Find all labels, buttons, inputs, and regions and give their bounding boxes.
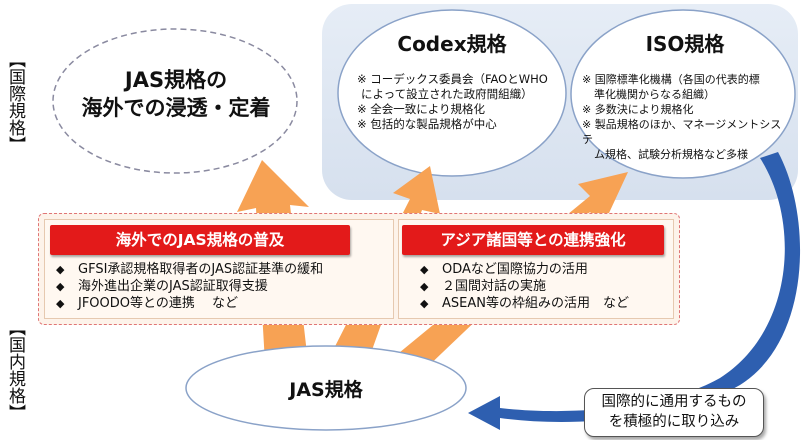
list-item: ◆GFSI承認規格取得者のJAS認証基準の緩和: [56, 262, 324, 277]
domestic-side-label: 【国内規格】: [5, 319, 25, 421]
asia-cooperation-heading: アジア諸国等との連携強化: [402, 225, 664, 255]
list-item: ◆ASEAN等の枠組みの活用 など: [420, 296, 629, 311]
adoption-callout: 国際的に通用するもの を積極的に取り込み: [584, 388, 764, 437]
iso-note-1: ※ 国際標準化機構（各国の代表的標: [582, 73, 760, 86]
diamond-bullet-icon: ◆: [420, 263, 429, 276]
list-item: ◆２国間対話の実施: [420, 279, 547, 294]
jas-standard-label: JAS規格: [289, 379, 363, 401]
overseas-ellipse: [52, 28, 298, 174]
codex-notes: ※ コーデックス委員会（FAOとWHO によって設立された政府間組織） ※ 全会…: [357, 72, 557, 132]
list-item: ◆JFOODO等との連携 など: [56, 296, 239, 311]
iso-note-3: ※ 多数決により規格化: [582, 103, 694, 116]
diamond-bullet-icon: ◆: [56, 263, 65, 276]
iso-note-4: ※ 製品規格のほか、マネージメントシステ: [582, 118, 782, 146]
iso-title: ISO規格: [645, 32, 725, 56]
diamond-bullet-icon: ◆: [420, 297, 429, 310]
callout-line-1: 国際的に通用するもの: [601, 394, 747, 410]
iso-notes: ※ 国際標準化機構（各国の代表的標 準化機関からなる組織） ※ 多数決により規格…: [582, 72, 790, 162]
codex-note-4: ※ 包括的な製品規格が中心: [357, 117, 497, 131]
list-item: ◆ODAなど国際協力の活用: [420, 262, 588, 277]
codex-note-2: によって設立された政府間組織）: [361, 87, 533, 101]
diamond-bullet-icon: ◆: [56, 297, 65, 310]
codex-note-1: ※ コーデックス委員会（FAOとWHO: [357, 72, 548, 86]
iso-note-5: ム規格、試験分析規格など多様: [594, 148, 748, 161]
list-item: ◆海外進出企業のJAS認証取得支援: [56, 279, 268, 294]
codex-title: Codex規格: [397, 32, 507, 56]
codex-ellipse: [337, 9, 567, 177]
diamond-bullet-icon: ◆: [420, 280, 429, 293]
iso-ellipse: [570, 9, 796, 179]
overseas-line-2: 海外での浸透・定着: [81, 96, 271, 120]
overseas-ellipse-text: JAS規格の 海外での浸透・定着: [60, 66, 292, 122]
callout-line-2: を積極的に取り込み: [608, 414, 740, 430]
iso-note-2: 準化機関からなる組織）: [594, 88, 715, 101]
international-side-label: 【国際規格】: [5, 51, 25, 153]
overseas-promotion-heading: 海外でのJAS規格の普及: [50, 225, 350, 255]
codex-note-3: ※ 全会一致により規格化: [357, 102, 486, 116]
jas-ellipse: [185, 345, 467, 431]
diamond-bullet-icon: ◆: [56, 280, 65, 293]
overseas-line-1: JAS規格の: [124, 68, 228, 92]
asia-cooperation-list: ◆ODAなど国際協力の活用 ◆２国間対話の実施 ◆ASEAN等の枠組みの活用 な…: [420, 261, 629, 312]
overseas-promotion-list: ◆GFSI承認規格取得者のJAS認証基準の緩和 ◆海外進出企業のJAS認証取得支…: [56, 261, 323, 312]
